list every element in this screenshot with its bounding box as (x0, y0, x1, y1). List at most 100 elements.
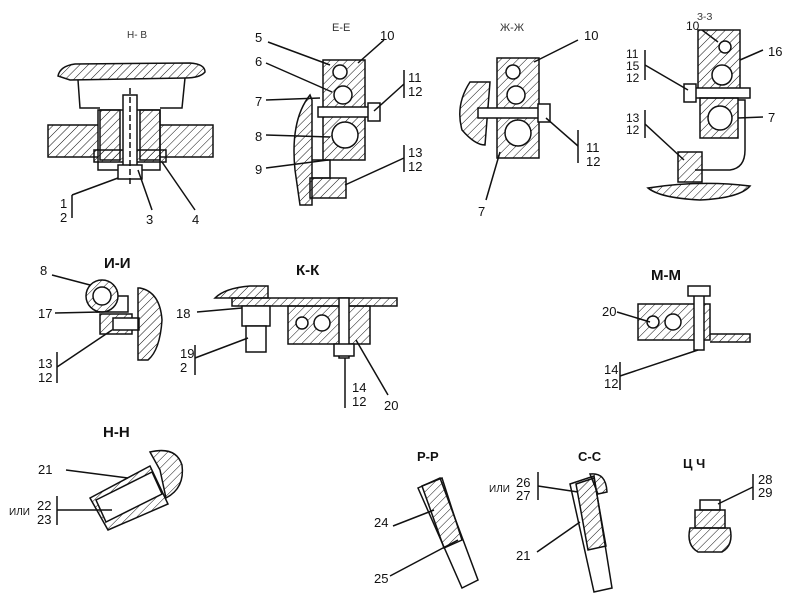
view-m-m: М-М (616, 267, 751, 390)
tube-small-zh (505, 64, 521, 80)
callout-13: 13 (408, 145, 422, 160)
section-label-r-r: Р-Р (417, 449, 439, 464)
leader-6 (265, 62, 333, 93)
cap-top-tc (699, 499, 721, 511)
cap-kk (213, 285, 269, 299)
callout-zz-15: 15 (626, 59, 640, 73)
view-ts-ch: Ц Ч (683, 456, 754, 553)
callout-ss-21: 21 (516, 548, 530, 563)
panel-zh (459, 81, 491, 146)
tube-a-kk (295, 316, 309, 330)
view-n-v: Н- В (47, 30, 214, 218)
leader-kk-18 (196, 307, 243, 313)
callout-ii-13: 13 (38, 356, 52, 371)
callout-mm-20: 20 (602, 304, 616, 319)
fitting-ss (575, 477, 607, 551)
callout-ii-12: 12 (38, 370, 52, 385)
tube-mid (333, 85, 353, 105)
callout-mm-14: 14 (604, 362, 618, 377)
bolt-ii (112, 317, 140, 331)
callout-4: 4 (192, 212, 199, 227)
plate-mm (710, 333, 751, 343)
callout-kk-20: 20 (384, 398, 398, 413)
view-n-n: Н-Н (56, 424, 184, 531)
callout-zh-11: 11 (586, 140, 600, 155)
bolt-head-kk (333, 343, 355, 357)
tube-large-zh (504, 119, 532, 147)
callout-ii-8: 8 (40, 263, 47, 278)
leader-tc-28 (717, 486, 754, 505)
fitting-rr (421, 477, 463, 550)
body-panel (293, 93, 313, 206)
leader-zh-10 (533, 39, 579, 63)
leader-3 (137, 169, 153, 211)
callout-zz-7: 7 (768, 110, 775, 125)
callout-nn-23: 23 (37, 512, 51, 527)
leader-zz-11 (644, 64, 689, 91)
leader-10 (357, 39, 385, 64)
callout-6: 6 (255, 54, 262, 69)
ili-ss: ИЛИ (489, 484, 510, 495)
callout-5: 5 (255, 30, 262, 45)
leader-ss-26 (537, 485, 579, 493)
callout-ii-17: 17 (38, 306, 52, 321)
bolt-zh (477, 107, 541, 119)
view-zh-zh: Ж-Ж (459, 22, 579, 201)
callout-zz-12b: 12 (626, 123, 640, 137)
bracket-arms (77, 77, 186, 109)
tube-small (332, 64, 348, 80)
leader-zz-16 (739, 49, 764, 61)
callout-nn-22: 22 (37, 498, 51, 513)
bracket-zz (695, 99, 746, 171)
leader-zz-7 (737, 116, 764, 119)
callout-9: 9 (255, 162, 262, 177)
tube-b-kk (313, 314, 331, 332)
ili-nn: ИЛИ (9, 507, 30, 518)
callout-zz-12: 12 (626, 71, 640, 85)
leader-4 (161, 161, 196, 211)
section-label-i-i: И-И (104, 255, 131, 272)
callout-zh-7: 7 (478, 204, 485, 219)
leader-kk-20 (355, 339, 389, 396)
callout-10: 10 (380, 28, 394, 43)
leader-zz-13 (644, 123, 685, 161)
cap-ss (588, 473, 608, 495)
callout-3: 3 (146, 212, 153, 227)
callout-kk-12: 12 (352, 394, 366, 409)
view-i-i: И-И (51, 255, 163, 383)
leader-rr-24 (392, 509, 435, 527)
view-s-s: С-С (536, 449, 613, 593)
nut-zz (683, 83, 697, 103)
leader-zh-7 (485, 151, 501, 201)
leader-8 (265, 134, 331, 138)
leader-1-2b (71, 177, 119, 196)
panel-nn (148, 449, 184, 500)
callout-tc-28: 28 (758, 472, 772, 487)
callout-ss-26: 26 (516, 475, 530, 490)
bolt-kk (245, 325, 267, 353)
tube-inner-ii (92, 286, 112, 306)
lower-bolt-e (309, 177, 347, 199)
section-label-z-z: З-З (697, 12, 712, 23)
base-zz (646, 182, 752, 201)
callout-mm-12: 12 (604, 376, 618, 391)
base-tc (688, 527, 732, 553)
callout-nn-21: 21 (38, 462, 52, 477)
through-bolt-kk (338, 297, 350, 359)
callout-rr-24: 24 (374, 515, 388, 530)
bolt-zz (693, 87, 751, 99)
callout-11: 11 (408, 70, 422, 85)
callout-ss-27: 27 (516, 488, 530, 503)
leader-zz-10 (701, 29, 719, 43)
callout-8: 8 (255, 129, 262, 144)
panel-ii (137, 287, 163, 361)
section-label-n-n: Н-Н (103, 424, 130, 441)
leader-11-12 (373, 83, 405, 112)
tube-a-mm (646, 315, 660, 329)
nut-zh (537, 103, 551, 123)
section-label-s-s: С-С (578, 449, 602, 464)
callout-12b: 12 (408, 159, 422, 174)
leader-13-12 (344, 157, 405, 186)
